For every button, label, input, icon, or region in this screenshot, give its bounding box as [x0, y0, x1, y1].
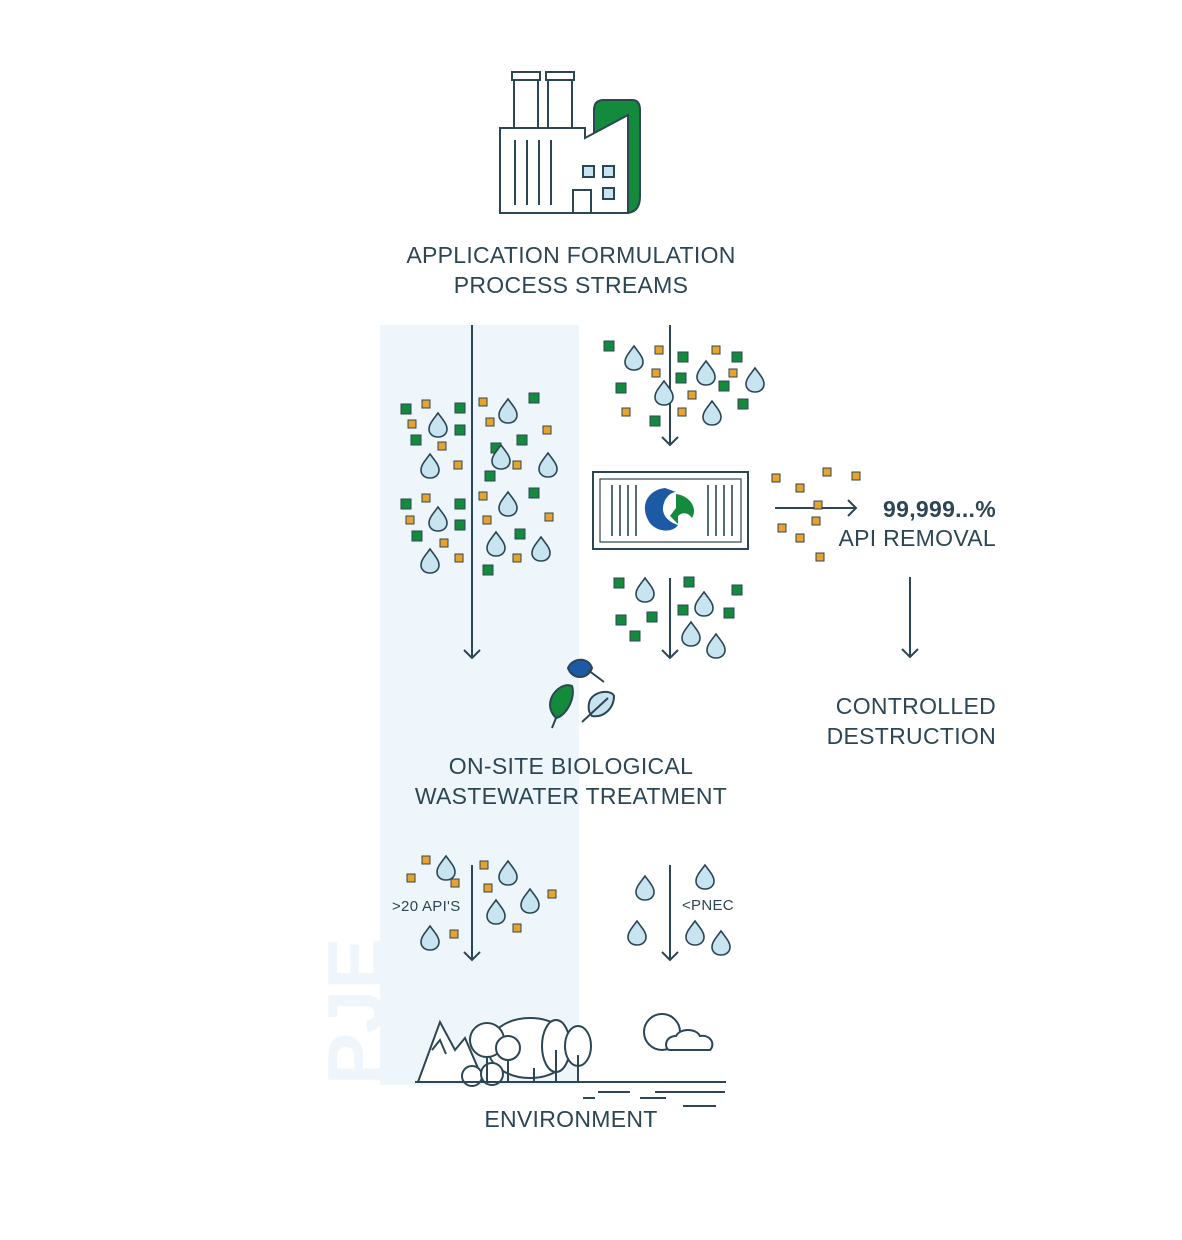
label-environment: ENVIRONMENT: [484, 1106, 658, 1132]
label-treatment-line1: ON-SITE BIOLOGICAL: [448, 753, 694, 779]
factory-icon: [499, 71, 641, 214]
particles-below-filter: [613, 576, 743, 659]
label-destruction-line1: CONTROLLED: [835, 693, 996, 719]
label-removal: API REMOVAL: [838, 525, 996, 551]
label-process-streams-line2: PROCESS STREAMS: [453, 272, 689, 298]
label-apis-count: >20 API'S: [392, 898, 461, 915]
label-destruction: CONTROLLED DESTRUCTION: [780, 691, 996, 751]
label-pnec: <PNEC: [682, 897, 734, 914]
watermark-text: PJE: [311, 938, 399, 1085]
pjb-band: [380, 325, 579, 1085]
label-process-streams: APPLICATION FORMULATION PROCESS STREAMS: [370, 240, 772, 300]
particles-top-right: [603, 340, 765, 427]
label-treatment: ON-SITE BIOLOGICAL WASTEWATER TREATMENT: [370, 751, 772, 811]
landscape-icon: [415, 1017, 726, 1107]
label-treatment-line2: WASTEWATER TREATMENT: [414, 783, 728, 809]
label-removal-value: 99,999...%: [883, 496, 996, 522]
filter-unit-icon: [592, 471, 749, 550]
label-process-streams-line1: APPLICATION FORMULATION: [406, 242, 736, 268]
label-destruction-line2: DESTRUCTION: [826, 723, 996, 749]
cloud-icon: [643, 1013, 714, 1051]
leaves-icon: [548, 658, 616, 729]
